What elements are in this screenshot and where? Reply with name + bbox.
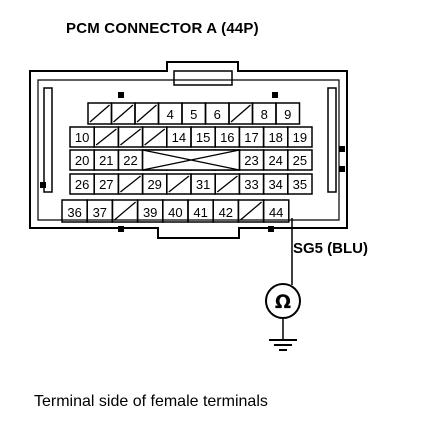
terminal-20: 20 (69, 149, 95, 171)
terminal-39: 39 (136, 199, 164, 223)
terminal-label: 24 (268, 153, 282, 168)
terminal-label: 14 (172, 130, 186, 145)
empty-terminal (117, 173, 144, 195)
terminal-label: 33 (244, 177, 258, 192)
connector-housing (29, 61, 348, 239)
terminal-label: 35 (293, 177, 307, 192)
terminal-label: 6 (214, 107, 221, 122)
terminal-label: 21 (99, 153, 113, 168)
terminal-10: 10 (69, 126, 95, 148)
top-key (118, 92, 124, 98)
terminal-label: 22 (123, 153, 137, 168)
terminal-19: 19 (287, 126, 313, 148)
right-lock-slot (327, 87, 337, 193)
terminal-label: 39 (143, 205, 157, 220)
terminal-17: 17 (238, 126, 265, 148)
terminal-16: 16 (214, 126, 241, 148)
terminal-label: 19 (293, 130, 307, 145)
top-key (272, 92, 278, 98)
terminal-27: 27 (93, 173, 120, 195)
terminal-6: 6 (204, 102, 230, 125)
terminal-label: 18 (268, 130, 282, 145)
terminal-25: 25 (287, 149, 313, 171)
bottom-key (268, 226, 274, 232)
terminal-14: 14 (166, 126, 192, 148)
terminal-33: 33 (238, 173, 265, 195)
terminal-grid: 4 5 6 8 9 10 14 15 16 17 18 19 20 21 22 23 24 25 26 27 29 31 3… (61, 102, 313, 223)
terminal-label: 40 (168, 205, 182, 220)
empty-terminal (87, 102, 113, 125)
terminal-label: 15 (196, 130, 210, 145)
terminal-label: 9 (284, 107, 291, 122)
terminal-29: 29 (141, 173, 168, 195)
empty-terminal (237, 199, 265, 223)
terminal-40: 40 (162, 199, 189, 223)
connector-inner-frame (37, 79, 340, 221)
terminal-34: 34 (262, 173, 289, 195)
terminal-26: 26 (69, 173, 95, 195)
left-key (40, 182, 46, 188)
empty-terminal (110, 102, 136, 125)
left-lock-slot (43, 87, 53, 193)
empty-terminal (166, 173, 192, 195)
right-key-upper (339, 146, 345, 152)
terminal-41: 41 (187, 199, 214, 223)
terminal-8: 8 (251, 102, 277, 125)
empty-terminal (141, 126, 168, 148)
terminal-label: 4 (167, 107, 174, 122)
terminal-label: 27 (99, 177, 113, 192)
empty-terminal (93, 126, 120, 148)
terminal-label: 25 (293, 153, 307, 168)
bottom-key (118, 226, 124, 232)
probe-terminal-label: SG5 (BLU) (293, 240, 368, 257)
terminal-label: 16 (220, 130, 234, 145)
terminal-21: 21 (93, 149, 120, 171)
terminal-label: 10 (75, 130, 89, 145)
empty-terminal (111, 199, 139, 223)
right-key-lower (339, 166, 345, 172)
terminal-37: 37 (86, 199, 114, 223)
terminal-label: 37 (93, 205, 107, 220)
blank-block (141, 149, 241, 171)
terminal-label: 23 (244, 153, 258, 168)
terminal-label: 8 (261, 107, 268, 122)
empty-terminal (134, 102, 160, 125)
terminal-24: 24 (262, 149, 289, 171)
terminal-36: 36 (61, 199, 88, 223)
terminal-15: 15 (190, 126, 216, 148)
terminal-42: 42 (212, 199, 240, 223)
terminal-9: 9 (275, 102, 301, 125)
terminal-label: 41 (193, 205, 207, 220)
terminal-label: 42 (219, 205, 233, 220)
terminal-44: 44 (262, 199, 290, 223)
terminal-label: 34 (268, 177, 282, 192)
empty-terminal (214, 173, 241, 195)
terminal-35: 35 (287, 173, 313, 195)
terminal-label: 17 (244, 130, 258, 145)
ohm-symbol: Ω (275, 291, 291, 313)
ground-icon (269, 339, 297, 351)
terminal-22: 22 (117, 149, 144, 171)
terminal-4: 4 (157, 102, 183, 125)
diagram-caption: Terminal side of female terminals (34, 393, 268, 410)
terminal-5: 5 (181, 102, 207, 125)
terminal-23: 23 (238, 149, 265, 171)
terminal-label: 26 (75, 177, 89, 192)
diagram-title: PCM CONNECTOR A (44P) (66, 20, 259, 37)
terminal-label: 20 (75, 153, 89, 168)
terminal-label: 5 (190, 107, 197, 122)
terminal-label: 44 (269, 205, 283, 220)
terminal-label: 31 (196, 177, 210, 192)
terminal-18: 18 (262, 126, 289, 148)
terminal-31: 31 (190, 173, 216, 195)
connector-latch (173, 70, 233, 86)
terminal-label: 36 (67, 205, 81, 220)
empty-terminal (117, 126, 144, 148)
terminal-label: 29 (147, 177, 161, 192)
empty-terminal (228, 102, 254, 125)
